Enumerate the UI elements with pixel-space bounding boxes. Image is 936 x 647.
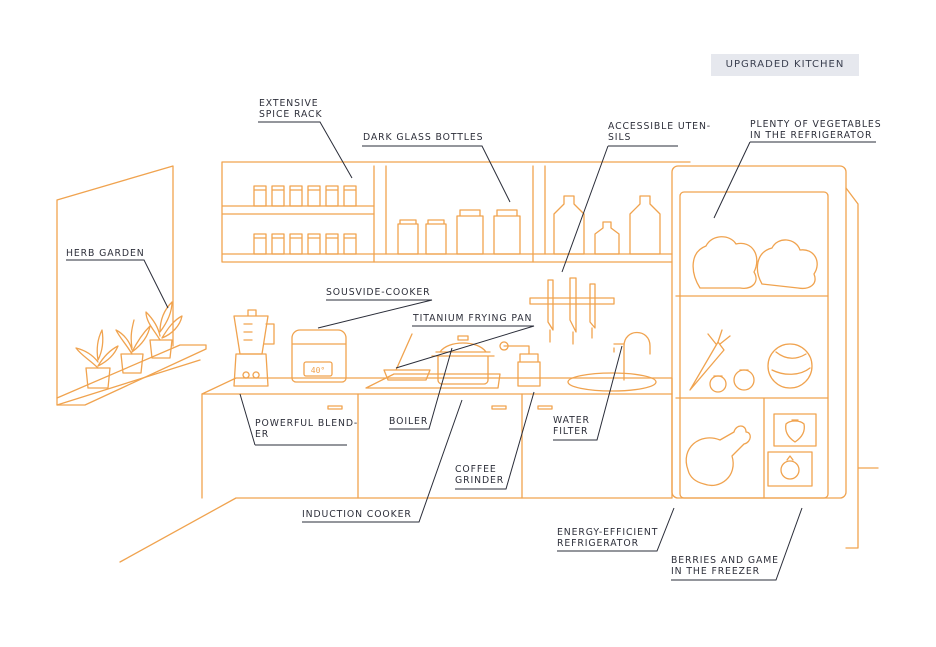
fridge-door [845,187,879,549]
label-sousvide-cooker: SOUSVIDE-COOKER [326,287,431,298]
coffee-grinder-icon [499,341,541,387]
label-coffee-grinder: COFFEE GRINDER [455,464,505,486]
wall-shelves [221,161,691,263]
sousvide-cooker-icon [291,329,347,383]
label-herb-garden: HERB GARDEN [66,248,145,259]
boiler-pot-icon [431,335,495,385]
label-accessible-utensils: ACCESSIBLE UTEN- SILS [608,121,712,143]
label-powerful-blender: POWERFUL BLEND- ER [255,418,359,440]
cabbage-icon [767,343,813,389]
label-dark-glass-bottles: DARK GLASS BOTTLES [363,132,484,143]
induction-cooker-plate [365,373,501,389]
herb-plant-icon [75,301,183,389]
label-induction-cooker: INDUCTION COOKER [302,509,412,520]
spice-rack [253,185,357,255]
floor-line [119,497,673,563]
label-berries-game-freezer: BERRIES AND GAME IN THE FREEZER [671,555,779,577]
label-water-filter: WATER FILTER [553,415,590,437]
label-boiler: BOILER [389,416,429,427]
countertop [201,377,673,395]
frying-pan-icon [383,333,431,381]
cabinets [201,393,673,499]
tomatoes [709,369,755,393]
cooker-display: 40° [311,366,325,375]
label-energy-efficient-refrigerator: ENERGY-EFFICIENT REFRIGERATOR [557,527,659,549]
label-vegetables-fridge: PLENTY OF VEGETABLES IN THE REFRIGERATOR [750,119,882,141]
leader-lines [66,121,876,581]
window-frame [56,165,201,406]
faucet-icon [613,331,651,381]
dark-glass-bottles [397,209,521,255]
carrot-icon [689,329,731,391]
blender-icon [233,309,275,387]
cabinet-handles [327,405,553,410]
window-sill [56,344,207,406]
lettuce-icon [692,236,818,290]
page-title: UPGRADED KITCHEN [711,54,859,76]
sink [567,372,657,392]
pomegranate-icon [767,451,813,487]
bottles [553,195,661,255]
label-spice-rack: EXTENSIVE SPICE RACK [259,98,323,120]
chicken-leg-icon [685,425,751,486]
refrigerator [671,165,879,549]
label-titanium-frying-pan: TITANIUM FRYING PAN [413,313,533,324]
knife-icon [529,277,615,345]
strawberry-icon [773,413,817,447]
